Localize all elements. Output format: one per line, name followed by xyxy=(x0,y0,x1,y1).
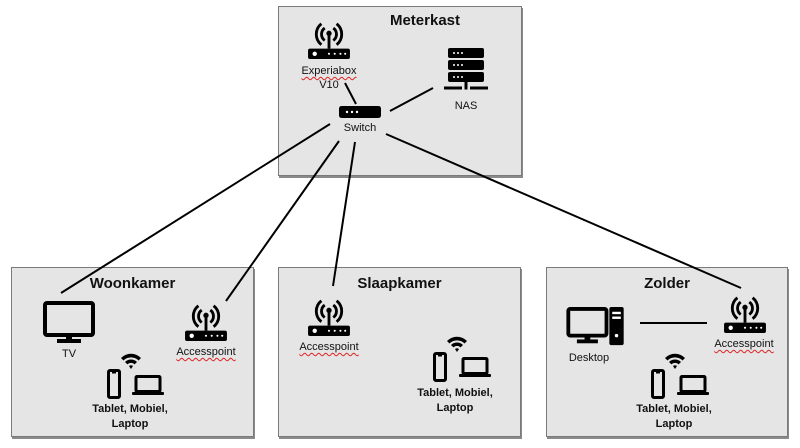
zolder-wireless-line2: Laptop xyxy=(655,418,693,430)
router-label-line2: V10 xyxy=(319,79,339,91)
woonkamer-ap-label-text: Accesspoint xyxy=(176,346,236,358)
wifi-router-icon xyxy=(306,20,352,60)
phone-icon xyxy=(651,369,665,399)
wifi-router-icon xyxy=(722,294,768,334)
zolder-wireless-label: Tablet, Mobiel, Laptop xyxy=(624,402,724,432)
router-label-line1: Experiabox xyxy=(301,65,357,77)
slaapkamer-ap-label-text: Accesspoint xyxy=(299,341,359,353)
room-title-slaapkamer: Slaapkamer xyxy=(357,275,442,292)
laptop-icon xyxy=(132,375,164,397)
phone-icon xyxy=(107,369,121,399)
nas-label: NAS xyxy=(454,100,478,112)
slaapkamer-wireless-line2: Laptop xyxy=(436,402,474,414)
room-title-woonkamer: Woonkamer xyxy=(89,275,176,292)
woonkamer-ap-label: Accesspoint xyxy=(166,345,246,359)
laptop-icon xyxy=(459,357,491,379)
zolder-ap-label: Accesspoint xyxy=(704,337,784,351)
switch-label: Switch xyxy=(343,122,377,134)
slaapkamer-wireless-line1: Tablet, Mobiel, xyxy=(417,387,493,399)
desktop-label: Desktop xyxy=(568,352,610,364)
zolder-wireless-line1: Tablet, Mobiel, xyxy=(636,403,712,415)
network-switch-icon xyxy=(339,106,381,118)
phone-icon xyxy=(433,352,447,382)
woonkamer-wireless-line1: Tablet, Mobiel, xyxy=(92,403,168,415)
laptop-icon xyxy=(677,375,709,397)
room-title-meterkast: Meterkast xyxy=(389,12,461,29)
woonkamer-wireless-label: Tablet, Mobiel, Laptop xyxy=(80,402,180,432)
wifi-icon xyxy=(664,351,686,371)
woonkamer-wireless-line2: Laptop xyxy=(111,418,149,430)
monitor-icon xyxy=(43,301,95,345)
slaapkamer-ap-label: Accesspoint xyxy=(289,340,369,354)
tv-label: TV xyxy=(61,348,77,360)
router-label: Experiabox V10 xyxy=(289,64,369,92)
wifi-router-icon xyxy=(306,297,352,337)
wifi-router-icon xyxy=(183,302,229,342)
room-title-zolder: Zolder xyxy=(644,275,690,292)
wifi-icon xyxy=(446,334,468,354)
zolder-ap-label-text: Accesspoint xyxy=(714,338,774,350)
wifi-icon xyxy=(120,351,142,371)
slaapkamer-wireless-label: Tablet, Mobiel, Laptop xyxy=(405,386,505,416)
server-stack-icon xyxy=(444,48,488,90)
desktop-computer-icon xyxy=(566,307,626,349)
